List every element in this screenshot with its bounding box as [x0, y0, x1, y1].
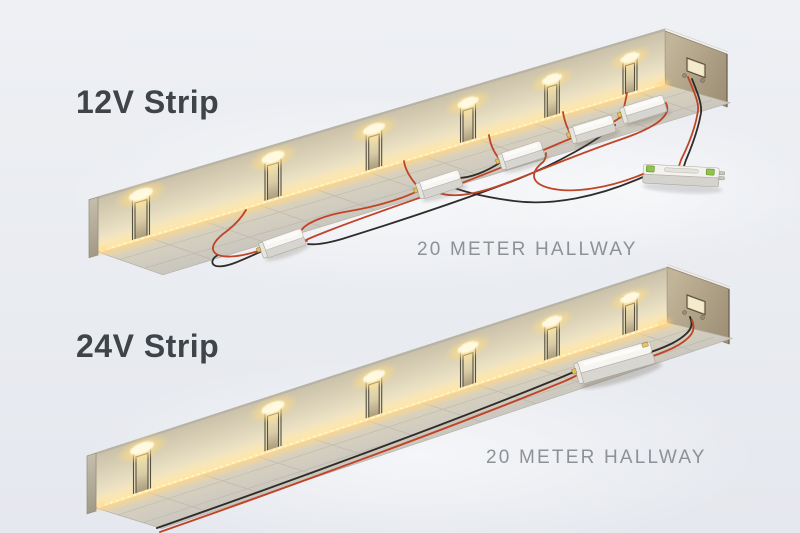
door — [247, 393, 299, 454]
wall-access-panel-inner — [689, 297, 703, 313]
wiring-24v — [156, 316, 695, 533]
amplifier-box — [494, 140, 550, 173]
door-light — [620, 51, 640, 63]
door-light — [261, 400, 285, 415]
door — [608, 286, 652, 338]
shadow — [574, 130, 621, 147]
shadow — [421, 184, 468, 202]
led-dots — [98, 321, 666, 508]
door — [444, 90, 492, 146]
door — [114, 180, 168, 243]
amplifier-box — [616, 95, 672, 127]
end-wall — [666, 264, 731, 345]
door-light — [129, 187, 153, 201]
led-strip — [93, 316, 674, 513]
doorways — [115, 286, 652, 497]
screw-icon — [682, 73, 687, 78]
connector-icon — [641, 342, 649, 348]
connector-icon — [718, 176, 725, 181]
shadow — [265, 243, 311, 262]
wall-top-cap — [96, 266, 667, 455]
connector-icon — [256, 246, 262, 253]
screw-icon — [700, 315, 705, 320]
wall-access-panel-inner — [689, 60, 703, 76]
door-light — [620, 291, 640, 304]
screw-icon — [700, 78, 705, 83]
hallway-24v-illustration — [80, 264, 760, 533]
door — [349, 116, 399, 174]
connector-icon — [565, 131, 572, 138]
door — [247, 143, 299, 204]
connector-icon — [616, 111, 623, 118]
amplifier-box — [412, 169, 468, 202]
connector-icon — [571, 368, 578, 375]
led-strip — [95, 77, 672, 257]
shadow — [503, 155, 550, 173]
red-wires — [159, 319, 695, 533]
label-12v-strip: 12V Strip — [76, 84, 220, 120]
shadow — [581, 362, 663, 389]
door-light — [457, 96, 479, 109]
door-light — [542, 73, 562, 85]
black-wires — [156, 316, 693, 529]
amplifier-box — [565, 115, 621, 147]
led-dots — [100, 83, 664, 252]
door — [529, 309, 575, 363]
terminal-block — [645, 165, 655, 173]
amplifier-box — [256, 228, 311, 262]
led-driver — [571, 341, 663, 389]
driver-label-recess — [664, 167, 699, 174]
wall-end-cap — [88, 196, 99, 259]
door-light — [457, 341, 479, 354]
wall-top-cap — [98, 28, 665, 199]
wall-end-cap — [86, 452, 97, 515]
led-driver — [642, 163, 725, 194]
wiring-12v — [211, 76, 703, 268]
door-light — [130, 441, 154, 455]
screw-icon — [682, 310, 687, 315]
connector-icon — [412, 187, 419, 194]
door — [115, 434, 169, 497]
door — [349, 363, 399, 421]
caption-hallway-24v: 20 METER HALLWAY — [486, 447, 707, 468]
end-wall-top-cap — [667, 264, 731, 288]
end-wall — [664, 28, 729, 108]
connector-icon — [718, 171, 725, 176]
hallway-12v-illustration — [60, 28, 800, 295]
door — [444, 334, 492, 391]
doorways — [114, 46, 652, 243]
door — [529, 67, 575, 121]
end-wall-top-cap — [665, 28, 729, 53]
caption-hallway-12v: 20 METER HALLWAY — [417, 239, 638, 260]
shadow — [625, 110, 672, 127]
door-light — [363, 369, 385, 383]
door-light — [363, 122, 385, 135]
door-light — [261, 150, 285, 164]
label-24v-strip: 24V Strip — [76, 328, 220, 364]
door-light — [542, 315, 562, 328]
terminal-block — [705, 168, 715, 176]
connector-icon — [494, 158, 501, 165]
